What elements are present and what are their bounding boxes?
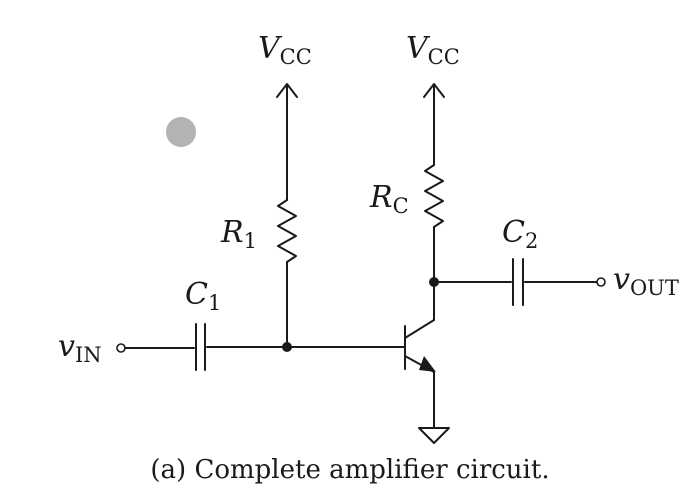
r1-symbol: R [221, 215, 244, 250]
rc-symbol: R [370, 180, 393, 215]
vout-label: vOUT [613, 265, 679, 299]
pointer-indicator [166, 117, 196, 147]
vcc-left-symbol: V [258, 31, 280, 66]
vin-symbol: v [58, 329, 75, 364]
c2-subscript: 2 [524, 229, 539, 253]
input-terminal [116, 343, 126, 353]
c1-symbol: C [185, 277, 208, 312]
base-node-dot [282, 342, 292, 352]
vcc-right-symbol: V [406, 31, 428, 66]
vcc-left-subscript: CC [279, 45, 312, 69]
figure-caption: (a) Complete amplifier circuit. [150, 455, 550, 485]
vcc-left-arrow [276, 83, 298, 201]
vcc-right-label: VCC [406, 34, 460, 68]
vcc-left-label: VCC [258, 34, 312, 68]
rc-subscript: C [392, 194, 409, 218]
vout-symbol: v [613, 262, 630, 297]
ground-symbol [418, 399, 450, 444]
output-terminal [596, 277, 606, 287]
c2-label: C2 [502, 218, 538, 252]
vcc-right-arrow [423, 83, 445, 166]
resistor-r1 [277, 199, 297, 263]
capacitor-c2 [512, 258, 524, 306]
vout-subscript: OUT [629, 276, 679, 300]
r1-label: R1 [221, 218, 257, 252]
c2-symbol: C [502, 215, 525, 250]
vin-label: vIN [58, 332, 102, 366]
rc-label: RC [370, 183, 409, 217]
r1-subscript: 1 [243, 229, 257, 253]
npn-transistor [404, 281, 436, 401]
vcc-right-subscript: CC [427, 45, 460, 69]
c1-subscript: 1 [207, 291, 222, 315]
vin-subscript: IN [74, 343, 102, 367]
resistor-rc [424, 164, 444, 228]
capacitor-c1 [195, 323, 206, 371]
c1-label: C1 [185, 280, 221, 314]
